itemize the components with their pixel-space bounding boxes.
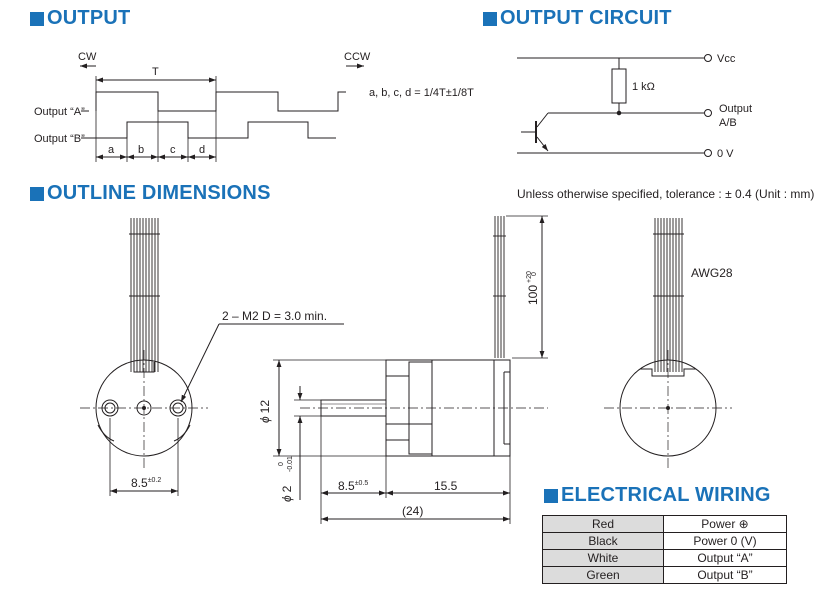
lead-wires-rear	[653, 218, 684, 372]
shaft-circle	[136, 400, 152, 416]
body-dia-label: ϕ12	[258, 400, 272, 423]
heading-square-icon	[544, 488, 558, 503]
lead-length-tol-lower: 0	[531, 272, 538, 276]
wire-color-cell: White	[542, 549, 664, 567]
wire-function-cell: Power ⊕	[663, 515, 787, 533]
shaft-tol-upper: 0	[278, 462, 285, 466]
ccw-label: CCW	[344, 51, 371, 63]
output-a-label: Output “A”	[34, 106, 85, 118]
heading-square-icon	[483, 11, 497, 26]
cw-label: CW	[78, 51, 97, 63]
wire-function-cell: Power 0 (V)	[663, 532, 787, 550]
interval-a-label: a	[108, 144, 115, 156]
shaft-length-label: 8.5±0.5	[338, 479, 368, 493]
wire-function-cell: Output “A”	[663, 549, 787, 567]
output-label: Output	[719, 103, 752, 115]
heading-square-icon	[30, 186, 44, 201]
table-row: Red Power ⊕	[542, 515, 787, 533]
wiring-table: Red Power ⊕ Black Power 0 (V) White Outp…	[542, 515, 787, 584]
shaft-dia-label: ϕ2	[280, 485, 294, 502]
timing-diagram: CW CCW T Output “A” Output “B” a b c	[34, 51, 474, 162]
output-a-waveform	[95, 91, 346, 112]
outline-dimensions-heading: OUTLINE DIMENSIONS	[30, 182, 271, 205]
table-row: White Output “A”	[542, 549, 787, 567]
lead-wires-front	[129, 218, 160, 372]
lead-wires-side	[493, 216, 506, 358]
side-view: 100+20 0 ϕ12 ϕ2 0 -0.01	[258, 215, 548, 524]
wire-color-cell: Green	[542, 566, 664, 584]
lead-length-label: 100+20	[526, 271, 540, 305]
wire-color-cell: Red	[542, 515, 664, 533]
rear-view: AWG28	[604, 218, 733, 468]
interval-b-label: b	[138, 144, 144, 156]
interval-d-label: d	[199, 144, 205, 156]
body-length-label: 15.5	[434, 479, 458, 493]
output-circuit: Vcc 1 kΩ Output A/B 0 V	[517, 53, 752, 160]
timing-note: a, b, c, d = 1/4T±1/8T	[369, 87, 474, 99]
period-label: T	[152, 66, 159, 78]
output-b-waveform	[96, 121, 336, 139]
wire-color-cell: Black	[542, 532, 664, 550]
front-view: 2 – M2 D = 3.0 min. 8.5±0.2	[80, 218, 344, 496]
ground-terminal-icon	[704, 149, 712, 157]
screw-note: 2 – M2 D = 3.0 min.	[222, 309, 327, 323]
heading-square-icon	[30, 11, 44, 26]
resistor-label: 1 kΩ	[632, 81, 655, 93]
vcc-terminal-icon	[704, 54, 712, 62]
resistor-icon	[611, 68, 627, 104]
mount-hole-left	[101, 399, 119, 417]
shaft-tol-lower: -0.01	[287, 456, 294, 472]
table-row: Black Power 0 (V)	[542, 532, 787, 550]
output-heading: OUTPUT	[30, 7, 130, 30]
mount-hole-right	[169, 399, 187, 417]
output-ab-label: A/B	[719, 117, 737, 129]
hole-pitch-label: 8.5±0.2	[131, 476, 161, 490]
table-row: Green Output “B”	[542, 566, 787, 584]
ground-label: 0 V	[717, 148, 734, 160]
vcc-label: Vcc	[717, 53, 736, 65]
output-b-label: Output “B”	[34, 133, 85, 145]
overall-length-label: (24)	[402, 504, 423, 518]
wire-function-cell: Output “B”	[663, 566, 787, 584]
transistor-icon	[521, 112, 619, 152]
interval-c-label: c	[170, 144, 176, 156]
tolerance-note: Unless otherwise specified, tolerance : …	[517, 187, 815, 201]
output-terminal-icon	[704, 109, 712, 117]
wire-gauge-label: AWG28	[691, 266, 733, 280]
electrical-wiring-heading: ELECTRICAL WIRING	[544, 484, 771, 507]
output-circuit-heading: OUTPUT CIRCUIT	[483, 7, 672, 30]
